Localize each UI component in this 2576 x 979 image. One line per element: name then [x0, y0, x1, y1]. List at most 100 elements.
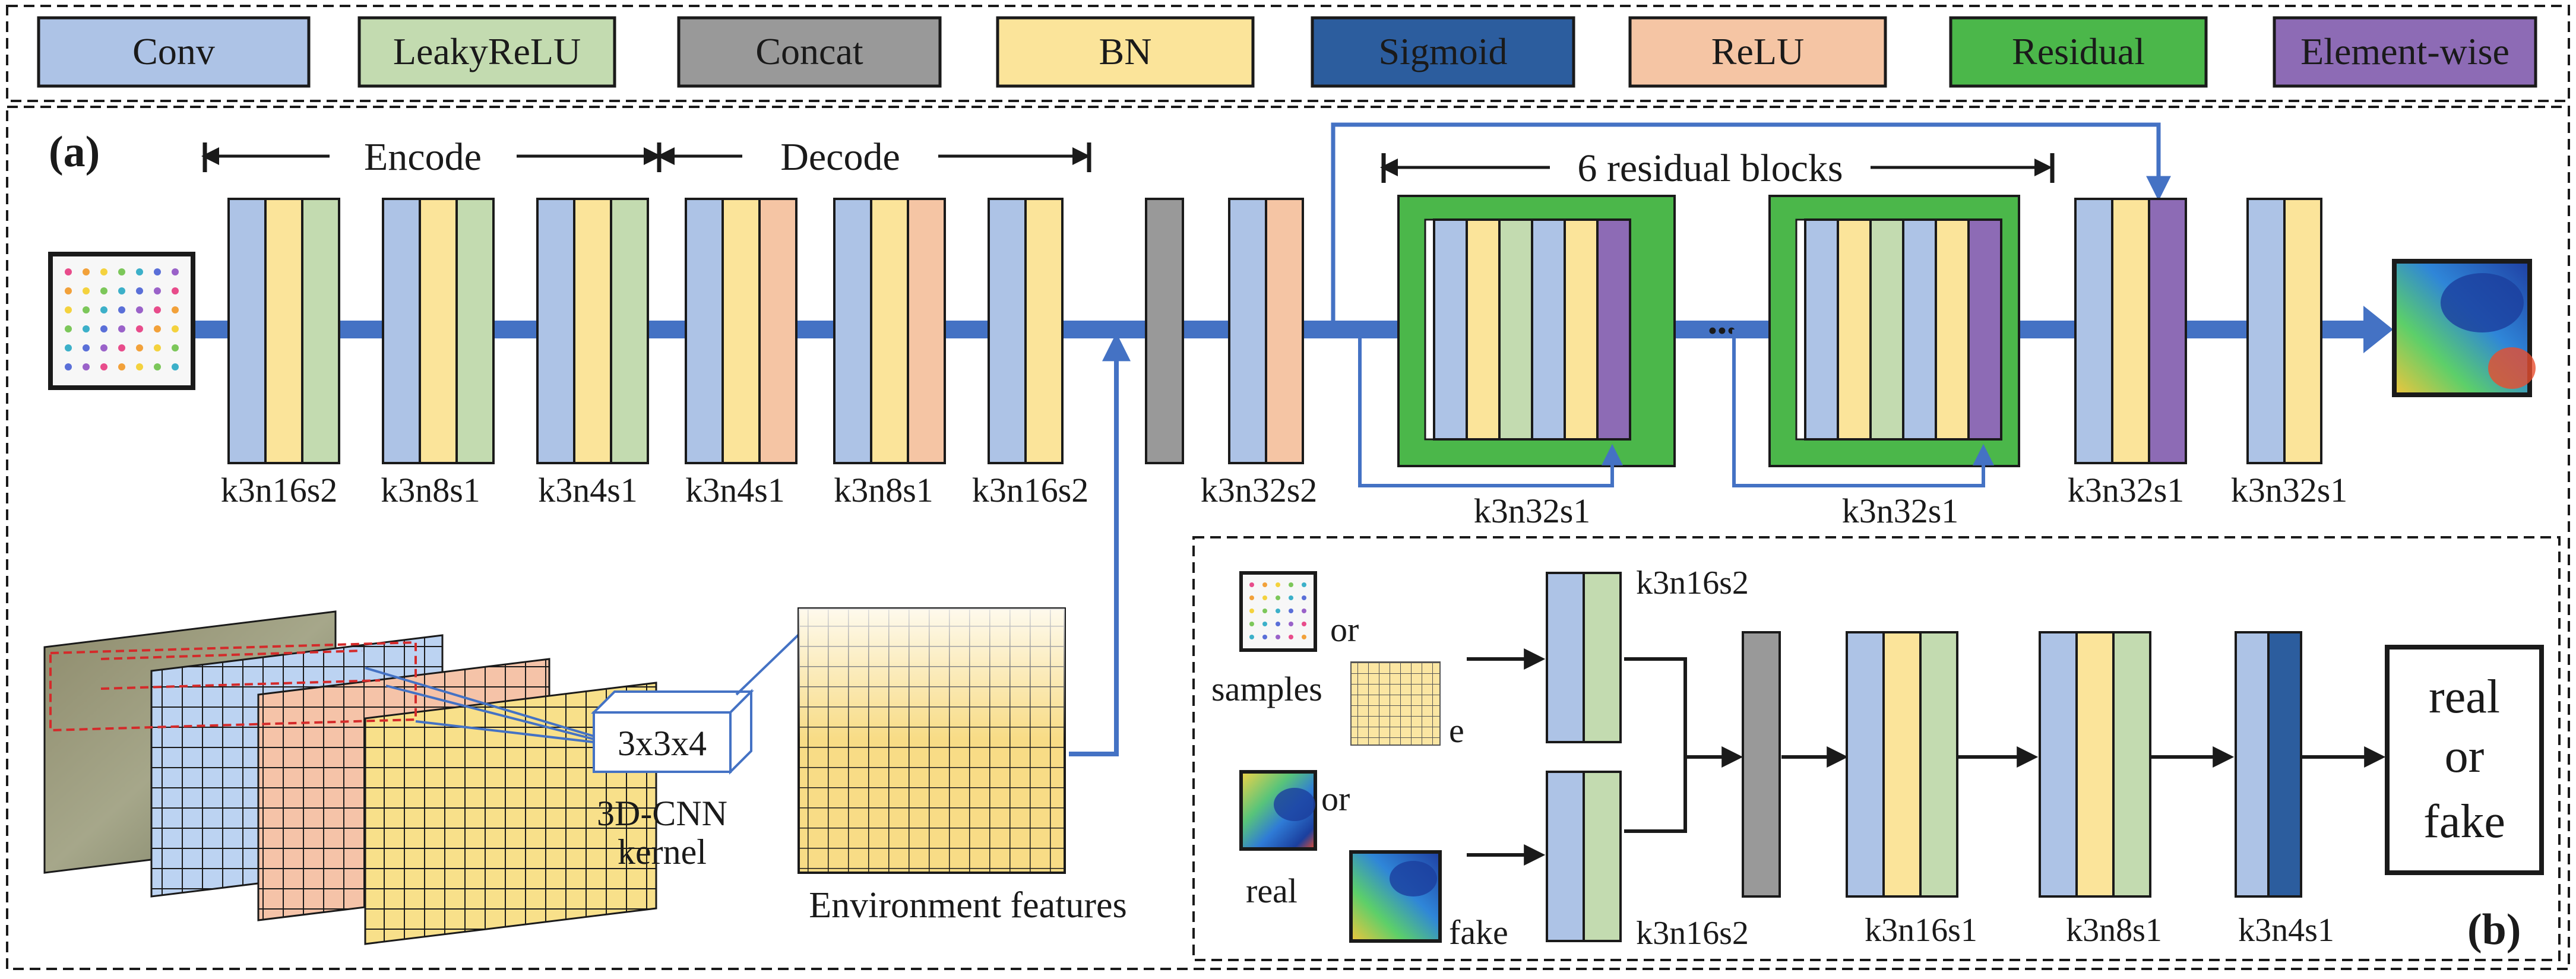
- sample-dot: [1249, 595, 1254, 600]
- discriminator-frame: [1192, 536, 2561, 961]
- sample-dot: [154, 287, 161, 294]
- sample-dot: [100, 287, 107, 294]
- legend-item-elementwise: Element-wise: [2273, 16, 2537, 88]
- legend-label-concat: Concat: [755, 30, 863, 72]
- ellipsis: •••: [1708, 315, 1736, 346]
- disc-layer-5-sigmoid: [2267, 631, 2302, 898]
- sample-dot: [83, 268, 90, 275]
- env-to-concat-arrow: [1069, 332, 1131, 756]
- gen-layer-2-leakyrelu: [455, 198, 495, 464]
- legend-swatch-relu: [1628, 16, 1887, 88]
- sample-dot: [1302, 582, 1306, 587]
- legend-swatch-concat: [677, 16, 942, 88]
- sample-dot: [1276, 622, 1280, 626]
- sample-dot: [100, 344, 107, 351]
- sample-dot: [1249, 635, 1254, 639]
- sample-dot: [1302, 622, 1306, 626]
- disc-layer-4-leakyrelu: [2112, 631, 2151, 898]
- sample-dot: [1289, 582, 1293, 587]
- disc-samples-image: [1239, 571, 1317, 652]
- res2-inner-leakyrelu: [1869, 218, 1904, 441]
- sample-dot: [1276, 582, 1280, 587]
- gen-layer-3-conv: [536, 198, 575, 464]
- gen-layer-1-leakyrelu: [301, 198, 340, 464]
- gen-layer-4-bn: [721, 198, 761, 464]
- sample-dot: [118, 287, 125, 294]
- gen-layer-6-bn: [1024, 198, 1064, 464]
- sample-dot: [1302, 635, 1306, 639]
- sample-dot: [1249, 582, 1254, 587]
- sample-dot: [1302, 595, 1306, 600]
- legend-label-relu: ReLU: [1711, 30, 1804, 72]
- skip-connection: [1331, 122, 2171, 329]
- disc-fake-image: [1349, 850, 1442, 943]
- gen-layer-9: [2246, 198, 2322, 464]
- disc-layer-1: [1546, 572, 1622, 743]
- gen-layer-5-bn: [870, 198, 909, 464]
- generator-layers: [227, 198, 2322, 464]
- gen-layer-2-bn: [419, 198, 458, 464]
- legend-label-bn: BN: [1099, 30, 1152, 72]
- main-frame: [6, 106, 2570, 970]
- legend-label-sigmoid: Sigmoid: [1379, 30, 1508, 72]
- sample-dot: [100, 363, 107, 370]
- sample-dot: [118, 268, 125, 275]
- kernel-caption-1: 3D-CNN: [597, 794, 727, 833]
- sample-dot: [65, 306, 72, 313]
- gen-layer-5: [833, 198, 946, 464]
- gen-layer-7-conv: [1228, 198, 1267, 464]
- sample-dot: [1289, 622, 1293, 626]
- sample-dot: [1262, 635, 1267, 639]
- res1-inner-leakyrelu: [1498, 218, 1533, 441]
- gen-layer-1: [227, 198, 340, 464]
- gen-layer-4-conv: [685, 198, 724, 464]
- gen-layer-8: [2074, 198, 2187, 464]
- sample-dot: [65, 363, 72, 370]
- residual-span-label: 6 residual blocks: [1577, 147, 1843, 190]
- legend-item-bn: BN: [996, 16, 1255, 88]
- sample-dot: [83, 363, 90, 370]
- res2-inner: [1804, 218, 2002, 441]
- sample-dot: [118, 325, 125, 332]
- sample-dot: [136, 325, 143, 332]
- disc-layer-label-5: k3n4s1: [2238, 912, 2334, 949]
- sample-dot: [100, 306, 107, 313]
- encode-label: Encode: [364, 135, 482, 179]
- environment-features-grid: [798, 607, 1066, 874]
- legend-item-relu: ReLU: [1628, 16, 1887, 88]
- gen-layer-label-9: k3n32s1: [1842, 492, 1959, 530]
- legend-swatch-elementwise: [2273, 16, 2537, 88]
- gen-layer-label-2: k3n8s1: [381, 471, 480, 509]
- input-sample-image: [48, 252, 195, 390]
- gen-layer-7: [1228, 198, 1304, 464]
- sample-dot: [83, 287, 90, 294]
- disc-or-label-1: or: [1330, 610, 1359, 649]
- gen-layer-4-relu: [758, 198, 798, 464]
- disc-layer-5: [2235, 631, 2302, 898]
- res1-inner-elementwise: [1596, 218, 1631, 441]
- legend-label-conv: Conv: [132, 30, 215, 72]
- sample-dot: [1276, 609, 1280, 613]
- res2-inner-conv: [1902, 218, 1937, 441]
- sample-dot: [172, 306, 179, 313]
- disc-layer-label-4: k3n8s1: [2066, 912, 2162, 949]
- discriminator-layers: [1546, 572, 2302, 942]
- gen-layer-1-bn: [264, 198, 303, 464]
- encode-span: Encode: [201, 135, 662, 179]
- gen-layer-4: [685, 198, 798, 464]
- legend-label-residual: Residual: [2012, 30, 2145, 72]
- input-feature-stack: [43, 610, 657, 945]
- disc-layer-4-bn: [2075, 631, 2115, 898]
- res2-inner-conv: [1804, 218, 1839, 441]
- panel-b-label: (b): [2467, 905, 2521, 954]
- sample-dot: [154, 306, 161, 313]
- legend-label-elementwise: Element-wise: [2300, 30, 2509, 72]
- sample-dot: [136, 363, 143, 370]
- sample-dot: [83, 306, 90, 313]
- decode-span: Decode: [657, 135, 1091, 179]
- gen-layer-9-conv: [2246, 198, 2286, 464]
- gen-layer-3-leakyrelu: [610, 198, 649, 464]
